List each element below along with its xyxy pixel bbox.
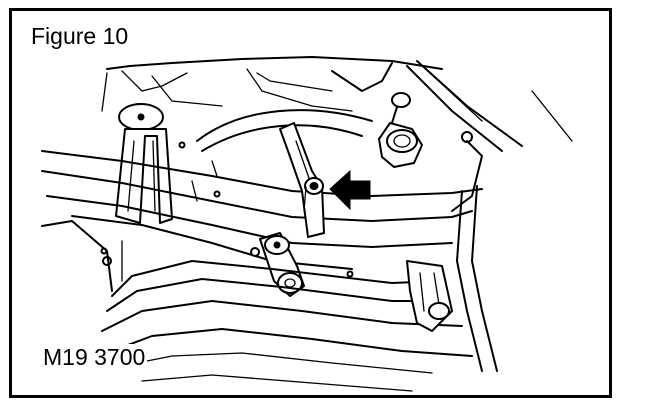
main-cross-beam — [41, 141, 483, 292]
pipe-fitting — [378, 92, 423, 168]
right-frame-rails — [406, 60, 573, 372]
figure-frame: Figure 10 M19 3700 — [9, 8, 612, 398]
technical-illustration — [41, 56, 573, 392]
figure-title: Figure 10 — [29, 23, 131, 50]
right-lower-bracket — [406, 260, 453, 332]
arrow-icon — [329, 169, 371, 211]
oil-pan — [101, 260, 473, 392]
figure-reference-code: M19 3700 — [41, 344, 148, 371]
transmission-housing — [196, 109, 483, 212]
lower-link-lever — [250, 232, 305, 297]
mounting-bracket — [279, 122, 325, 238]
left-hanger-bracket — [115, 103, 173, 224]
upper-structure — [101, 56, 443, 112]
